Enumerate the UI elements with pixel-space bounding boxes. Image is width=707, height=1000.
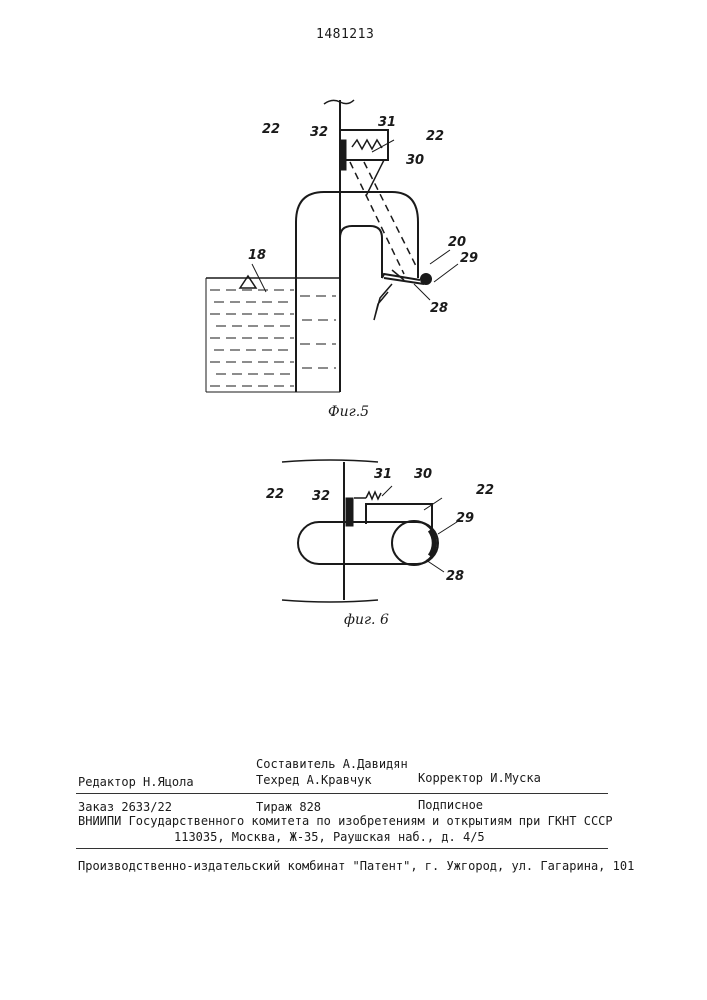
fig5-caption: Фиг.5 xyxy=(328,404,369,420)
patent-drawings: 22 32 31 22 30 20 29 18 28 Фиг.5 31 30 2… xyxy=(0,0,707,700)
fig6-label-30: 30 xyxy=(414,467,432,482)
fig6-label-29: 29 xyxy=(456,511,474,526)
fig6-drawing xyxy=(282,460,460,602)
imprint-circulation: Тираж 828 xyxy=(256,800,321,814)
imprint-subscription: Подписное xyxy=(418,798,483,812)
fig5-label-30: 30 xyxy=(406,153,424,168)
fig5-label-32: 32 xyxy=(310,125,328,140)
fig6-label-28: 28 xyxy=(446,569,464,584)
fig5-label-29: 29 xyxy=(460,251,478,266)
imprint-rule-top xyxy=(76,793,608,794)
fig5-drawing xyxy=(206,100,458,392)
fig6-label-22-left: 22 xyxy=(266,487,284,502)
fig5-label-20: 20 xyxy=(448,235,466,250)
imprint-corrector: Корректор И.Муска xyxy=(418,771,541,785)
fig5-label-22-right: 22 xyxy=(426,129,444,144)
fig6-label-31: 31 xyxy=(374,467,392,482)
fig5-label-28: 28 xyxy=(430,301,448,316)
fig6-label-32: 32 xyxy=(312,489,330,504)
imprint-address: 113035, Москва, Ж-35, Раушская наб., д. … xyxy=(174,830,485,844)
fig5-label-22-left: 22 xyxy=(262,122,280,137)
fig6-label-22-right: 22 xyxy=(476,483,494,498)
imprint-rule-bottom xyxy=(76,848,608,849)
imprint-org: ВНИИПИ Государственного комитета по изоб… xyxy=(78,814,613,828)
imprint-compiler: Составитель А.Давидян xyxy=(256,757,408,771)
fig5-label-31: 31 xyxy=(378,115,396,130)
imprint-editor: Редактор Н.Яцола xyxy=(78,775,194,789)
fig5-label-18: 18 xyxy=(248,248,266,263)
fig6-caption: фиг. 6 xyxy=(344,612,389,628)
imprint-techred: Техред А.Кравчук xyxy=(256,773,372,787)
imprint-order: Заказ 2633/22 xyxy=(78,800,172,814)
imprint-publisher: Производственно-издательский комбинат "П… xyxy=(78,859,634,873)
